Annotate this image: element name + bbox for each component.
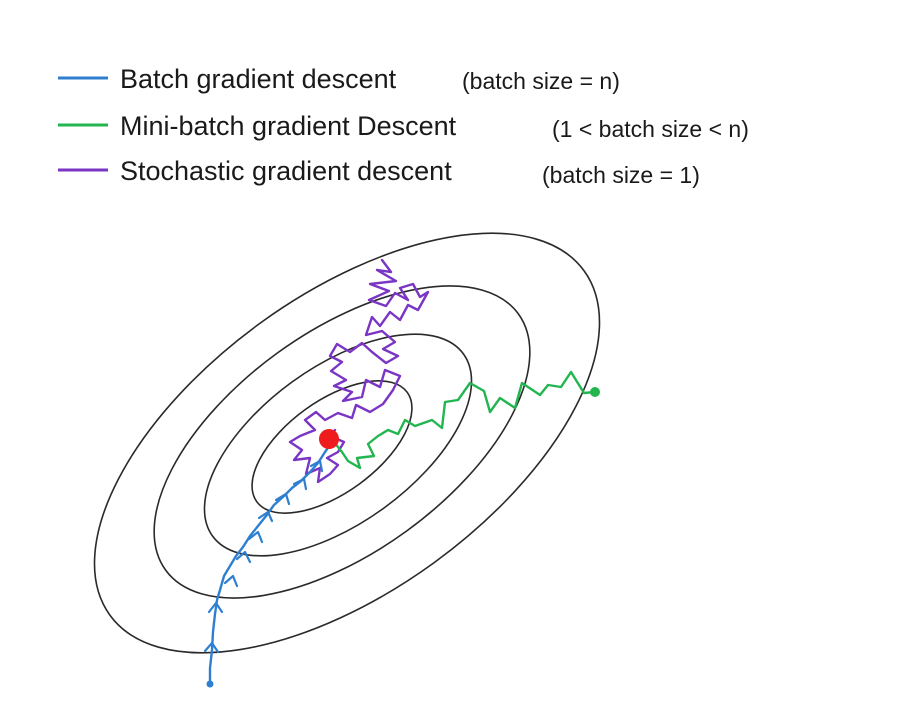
batch-arrow-icon [223,574,239,588]
batch-arrow-icon [207,601,224,614]
legend-label-batch: Batch gradient descent [120,64,397,94]
legend-note-minibatch: (1 < batch size < n) [552,116,749,142]
legend-label-minibatch: Mini-batch gradient Descent [120,111,457,141]
contour-lines [93,232,601,654]
legend-note-stochastic: (batch size = 1) [542,162,700,188]
batch-arrow-icon [292,477,308,491]
minibatch-start-dot [590,387,600,397]
batch-path [208,443,332,686]
legend-item-stochastic: Stochastic gradient descent (batch size … [58,156,700,188]
legend-note-batch: (batch size = n) [462,68,620,94]
batch-arrow-icon [235,550,252,564]
contour-ring-3 [153,285,531,599]
batch-start-dot [206,680,214,688]
batch-arrow-icon [274,492,291,506]
descent-paths [203,258,600,688]
legend-item-batch: Batch gradient descent (batch size = n) [58,64,620,94]
legend-item-minibatch: Mini-batch gradient Descent (1 < batch s… [58,111,749,142]
contour-ring-2 [203,333,473,557]
legend: Batch gradient descent (batch size = n) … [58,64,749,188]
minimum-point [319,429,339,449]
batch-arrow-icon [257,510,274,523]
batch-arrow-icon [247,530,264,544]
batch-arrows [203,459,324,654]
stochastic-path [288,258,430,484]
legend-label-stochastic: Stochastic gradient descent [120,156,452,186]
batch-arrow-icon [309,459,324,473]
minibatch-path [332,370,597,470]
contour-ring-inner [251,380,413,514]
contour-ring-outer [93,232,601,654]
batch-arrow-icon [203,641,220,654]
